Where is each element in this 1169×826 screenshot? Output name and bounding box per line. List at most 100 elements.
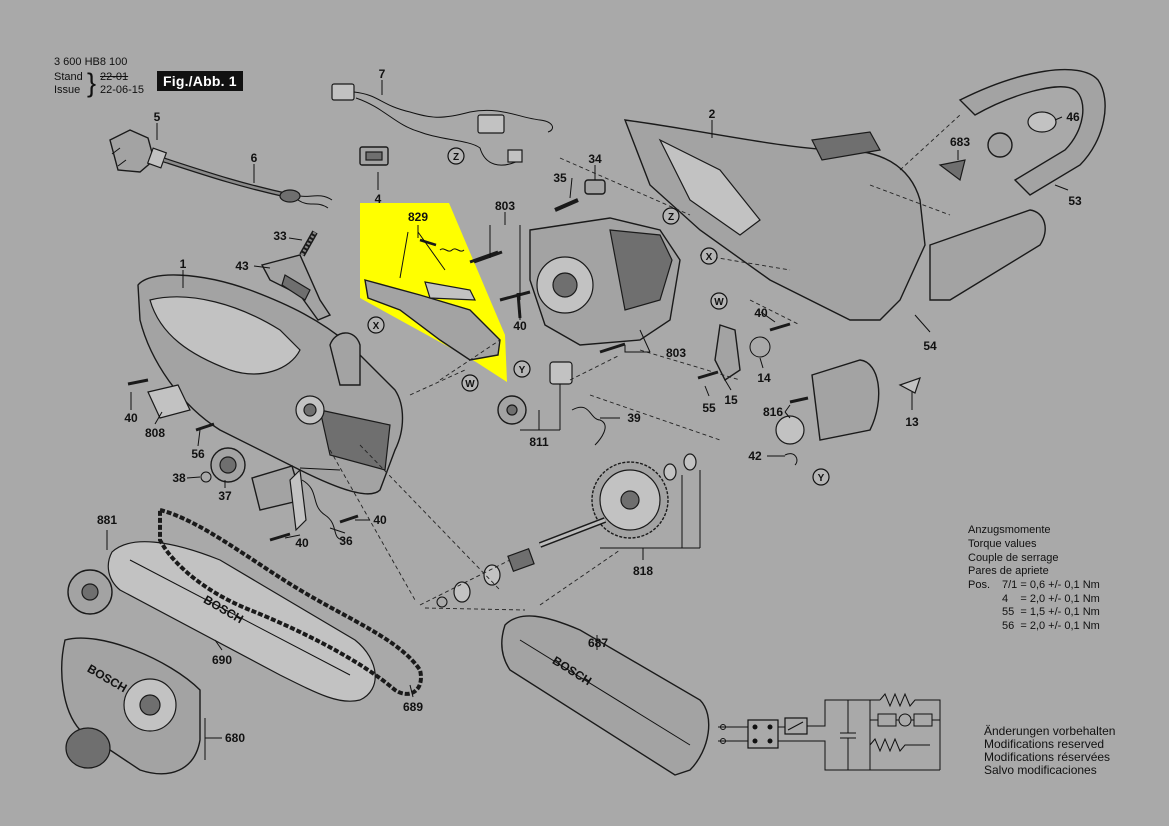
lever-assembly — [260, 254, 332, 321]
torque-row-2: 4 = 2,0 +/- 0,1 Nm — [1002, 593, 1100, 605]
brush-pins — [473, 250, 531, 302]
wiring-schematic — [718, 692, 941, 771]
label-42: 42 — [748, 449, 762, 463]
label-6: 6 — [251, 151, 258, 165]
label-38: 38 — [172, 471, 186, 485]
front-handle — [929, 209, 1046, 301]
modifications-de: Änderungen vorbehalten — [984, 724, 1116, 738]
label-683: 683 — [950, 135, 970, 149]
gear-811 — [497, 361, 606, 446]
label-15: 15 — [724, 393, 738, 407]
label-803-a: 803 — [495, 199, 515, 213]
leader-lines — [106, 80, 1069, 760]
torque-pos-label: Pos. — [968, 579, 991, 591]
label-1: 1 — [180, 257, 187, 271]
torque-title-de: Anzugsmomente — [968, 524, 1051, 536]
torque-title-en: Torque values — [968, 538, 1037, 550]
stand-label: Stand — [54, 71, 83, 83]
reference-circles: Z Z X X W W Y Y — [367, 147, 830, 486]
label-36: 36 — [339, 534, 353, 548]
ref-x-2: X — [706, 252, 713, 263]
label-33: 33 — [273, 229, 287, 243]
motor — [529, 217, 681, 346]
torque-row-1: 7/1 = 0,6 +/- 0,1 Nm — [1002, 579, 1100, 591]
ref-w-2: W — [714, 297, 724, 308]
drive-gear — [591, 453, 697, 539]
label-40-d: 40 — [513, 319, 527, 333]
label-13: 13 — [905, 415, 919, 429]
ref-w-1: W — [465, 379, 475, 390]
modifications-es: Salvo modificaciones — [984, 763, 1097, 777]
capacitor — [775, 359, 880, 445]
label-plate — [147, 384, 191, 419]
label-803-b: 803 — [666, 346, 686, 360]
issue-label: Issue — [54, 84, 81, 96]
oil-cap — [938, 132, 1013, 182]
ref-x-1: X — [373, 321, 380, 332]
assembly-lines — [329, 114, 961, 611]
label-690: 690 — [212, 653, 232, 667]
label-43: 43 — [235, 259, 249, 273]
label-808: 808 — [145, 426, 165, 440]
label-54: 54 — [923, 339, 937, 353]
label-40-b: 40 — [373, 513, 387, 527]
part-34-35 — [554, 179, 606, 212]
label-2: 2 — [709, 107, 716, 121]
part-14-15 — [714, 324, 771, 382]
label-39: 39 — [627, 411, 641, 425]
spring-33 — [299, 230, 318, 257]
label-818: 818 — [633, 564, 653, 578]
label-37: 37 — [218, 489, 232, 503]
label-40-e: 40 — [754, 306, 768, 320]
torque-title-fr: Couple de serrage — [968, 552, 1059, 564]
part-number: 3 600 HB8 100 — [54, 56, 128, 68]
label-7: 7 — [379, 67, 386, 81]
ref-y-1: Y — [519, 365, 526, 376]
torque-row-4: 56 = 2,0 +/- 0,1 Nm — [1002, 620, 1100, 632]
label-687: 687 — [588, 636, 608, 650]
housing-left — [137, 274, 404, 495]
rear-handle — [958, 68, 1106, 196]
label-56: 56 — [191, 447, 205, 461]
modifications-fr: Modifications réservées — [984, 750, 1111, 764]
ref-z-2: Z — [668, 212, 674, 223]
sprocket — [200, 447, 246, 483]
torque-title-es: Pares de apriete — [968, 565, 1049, 577]
header-brace: } — [87, 68, 97, 98]
label-40-a: 40 — [124, 411, 138, 425]
wiring-harness — [331, 83, 553, 166]
housing-right — [623, 119, 926, 321]
power-cable — [163, 157, 333, 209]
part-42 — [784, 453, 798, 466]
label-35: 35 — [553, 171, 567, 185]
figure-label: Fig./Abb. 1 — [157, 71, 243, 91]
label-14: 14 — [757, 371, 771, 385]
label-55: 55 — [702, 401, 716, 415]
tensioner — [251, 465, 346, 541]
label-5: 5 — [154, 110, 161, 124]
chain-brake-parts — [364, 238, 501, 361]
label-680: 680 — [225, 731, 245, 745]
issue-value: 22-06-15 — [100, 84, 145, 96]
ref-z-1: Z — [453, 152, 459, 163]
part-labels: 5 6 7 4 1 43 33 40 808 56 38 37 36 40 40… — [97, 67, 1082, 745]
bar-sprocket — [67, 569, 113, 615]
modifications-en: Modifications reserved — [984, 737, 1105, 751]
drive-shaft — [436, 517, 607, 608]
label-689: 689 — [403, 700, 423, 714]
torque-row-3: 55 = 1,5 +/- 0,1 Nm — [1002, 606, 1100, 618]
saw-chain — [158, 507, 423, 696]
label-4: 4 — [375, 192, 382, 206]
label-40-c: 40 — [295, 536, 309, 550]
part-13 — [898, 377, 921, 394]
label-881: 881 — [97, 513, 117, 527]
ref-y-2: Y — [818, 473, 825, 484]
switch — [359, 146, 389, 166]
stand-value: 22-01 — [100, 71, 129, 83]
label-34: 34 — [588, 152, 602, 166]
power-plug — [109, 129, 168, 173]
label-53: 53 — [1068, 194, 1082, 208]
label-46: 46 — [1066, 110, 1080, 124]
sprocket-cover: BOSCH — [61, 637, 201, 775]
